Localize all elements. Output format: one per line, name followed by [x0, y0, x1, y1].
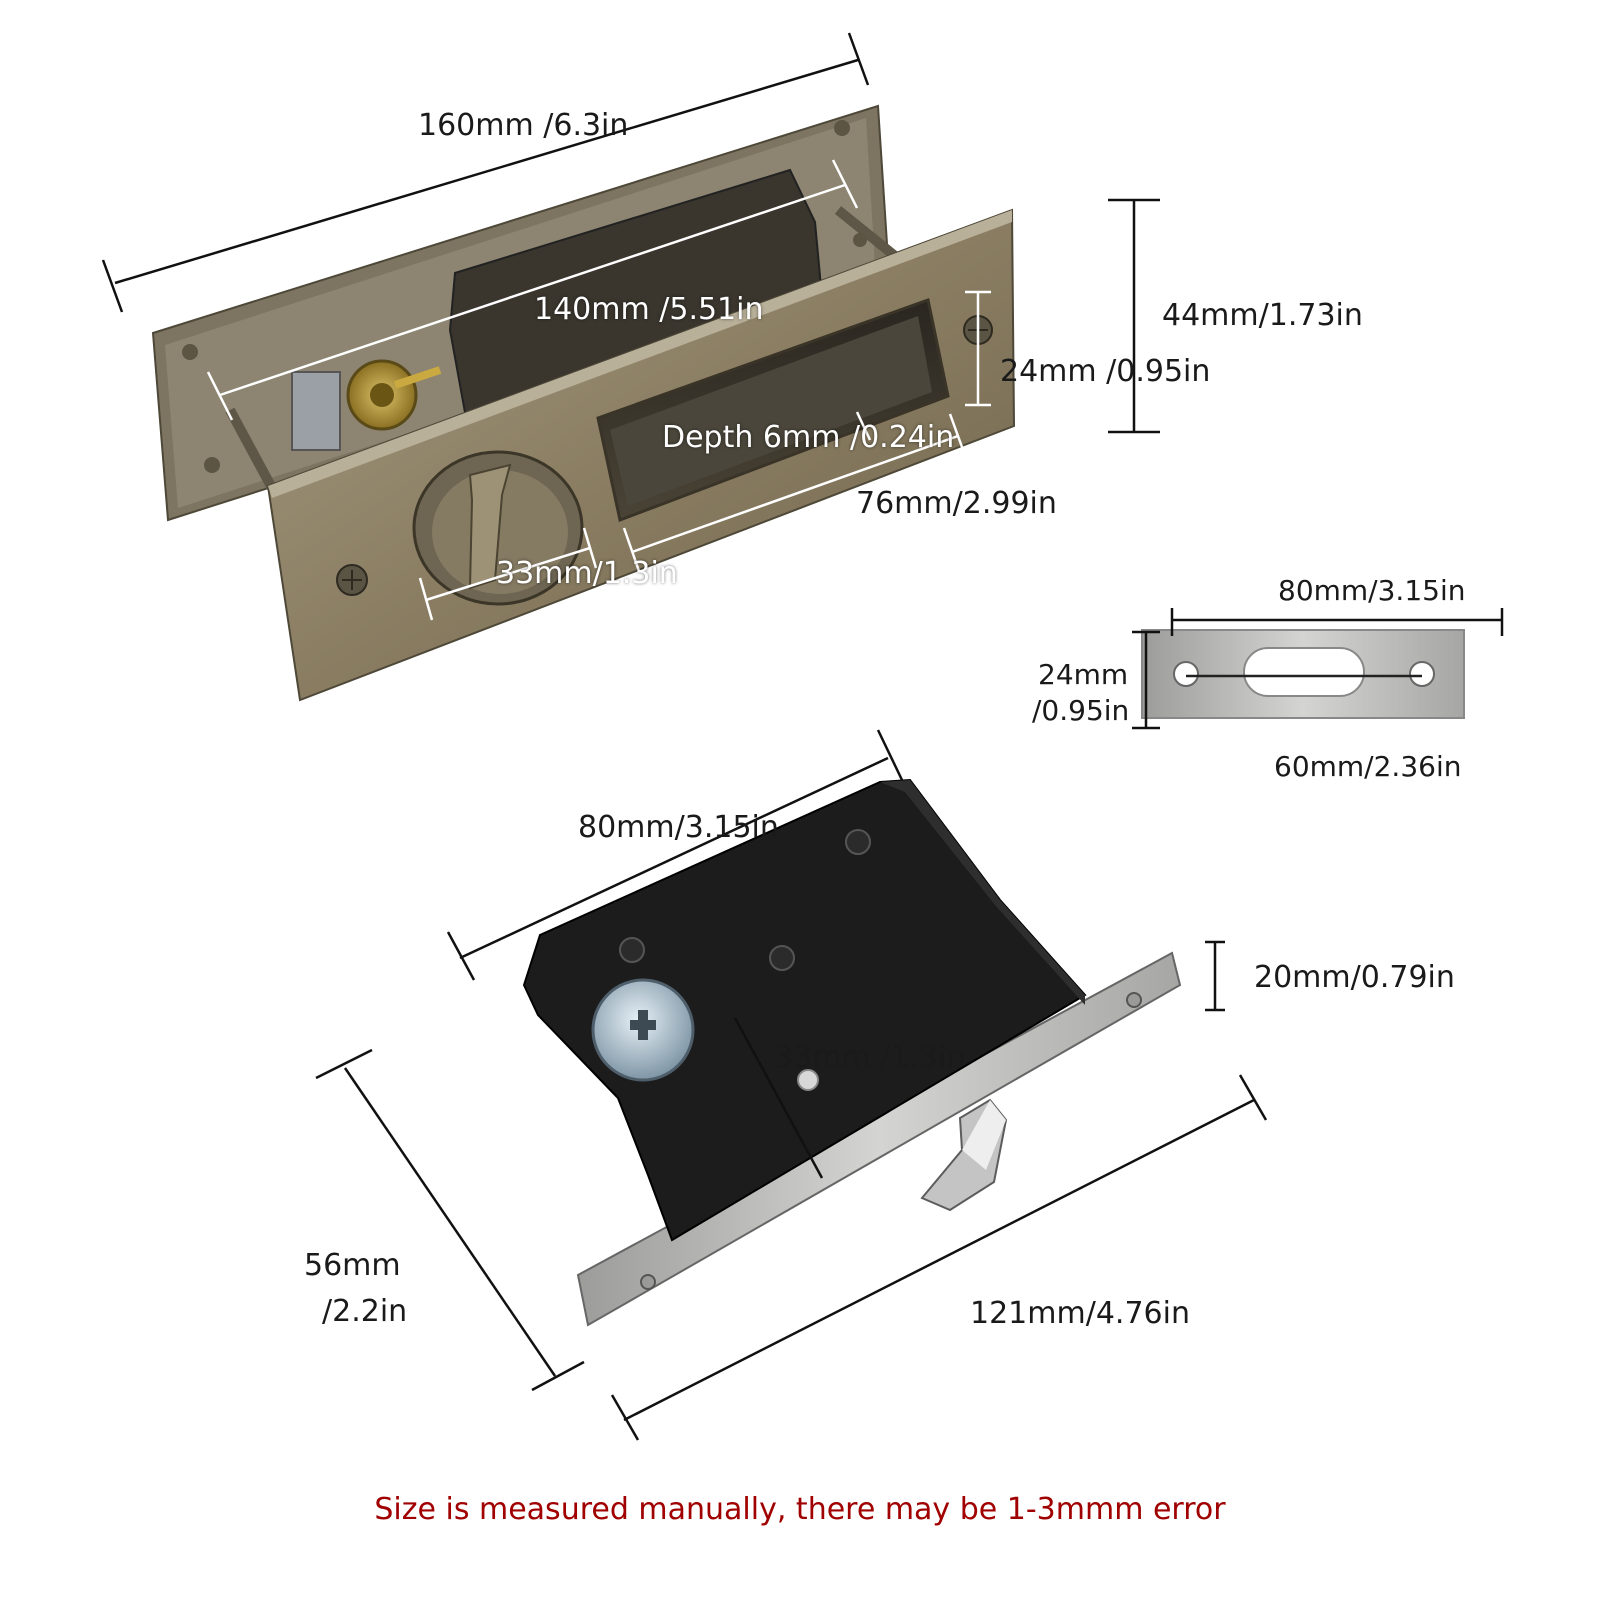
label-strike-length: 80mm/3.15in: [1278, 574, 1466, 607]
flush-pull-handle: [151, 104, 1016, 702]
label-strike-hole-spacing: 60mm/2.36in: [1274, 750, 1462, 783]
label-handle-recess-height: 24mm /0.95in: [1000, 354, 1211, 389]
screw-icon: [640, 992, 1142, 1290]
measurement-note: Size is measured manually, there may be …: [374, 1492, 1226, 1527]
label-handle-overall-height: 44mm/1.73in: [1162, 298, 1363, 333]
label-handle-recess-depth: Depth 6mm /0.24in: [662, 420, 955, 455]
label-lock-height-mm: 56mm: [304, 1248, 401, 1283]
label-lock-height-in: /2.2in: [322, 1294, 408, 1329]
label-handle-recess-length: 76mm/2.99in: [856, 486, 1057, 521]
label-lock-width: 80mm/3.15in: [578, 810, 779, 845]
label-lock-backset: 33mm /1.3in: [774, 1040, 966, 1075]
label-handle-overall-length: 160mm /6.3in: [418, 108, 629, 143]
strike-plate: [1141, 629, 1465, 719]
screw-icon: [619, 829, 871, 971]
follower-icon: [797, 1069, 819, 1091]
strike-slot: [1243, 647, 1365, 697]
screw-hole-icon: [1173, 661, 1435, 687]
label-strike-height-in: /0.95in: [1032, 694, 1130, 727]
screw-icon: [182, 120, 867, 473]
label-handle-turn-diameter: 33mm/1.3in: [496, 556, 678, 591]
latch-bracket: [291, 371, 341, 451]
label-strike-height-mm: 24mm: [1038, 658, 1129, 691]
inner-dimension-lines: [206, 159, 1422, 678]
label-handle-screw-spacing: 140mm /5.51in: [534, 292, 764, 327]
label-lock-faceplate-width: 20mm/0.79in: [1254, 960, 1455, 995]
dimension-lines: [101, 32, 1504, 1441]
thumb-turn-icon: [468, 463, 512, 590]
mortise-lock-body: [522, 778, 1182, 1327]
label-lock-faceplate-length: 121mm/4.76in: [970, 1296, 1190, 1331]
screw-icon: [336, 315, 993, 596]
